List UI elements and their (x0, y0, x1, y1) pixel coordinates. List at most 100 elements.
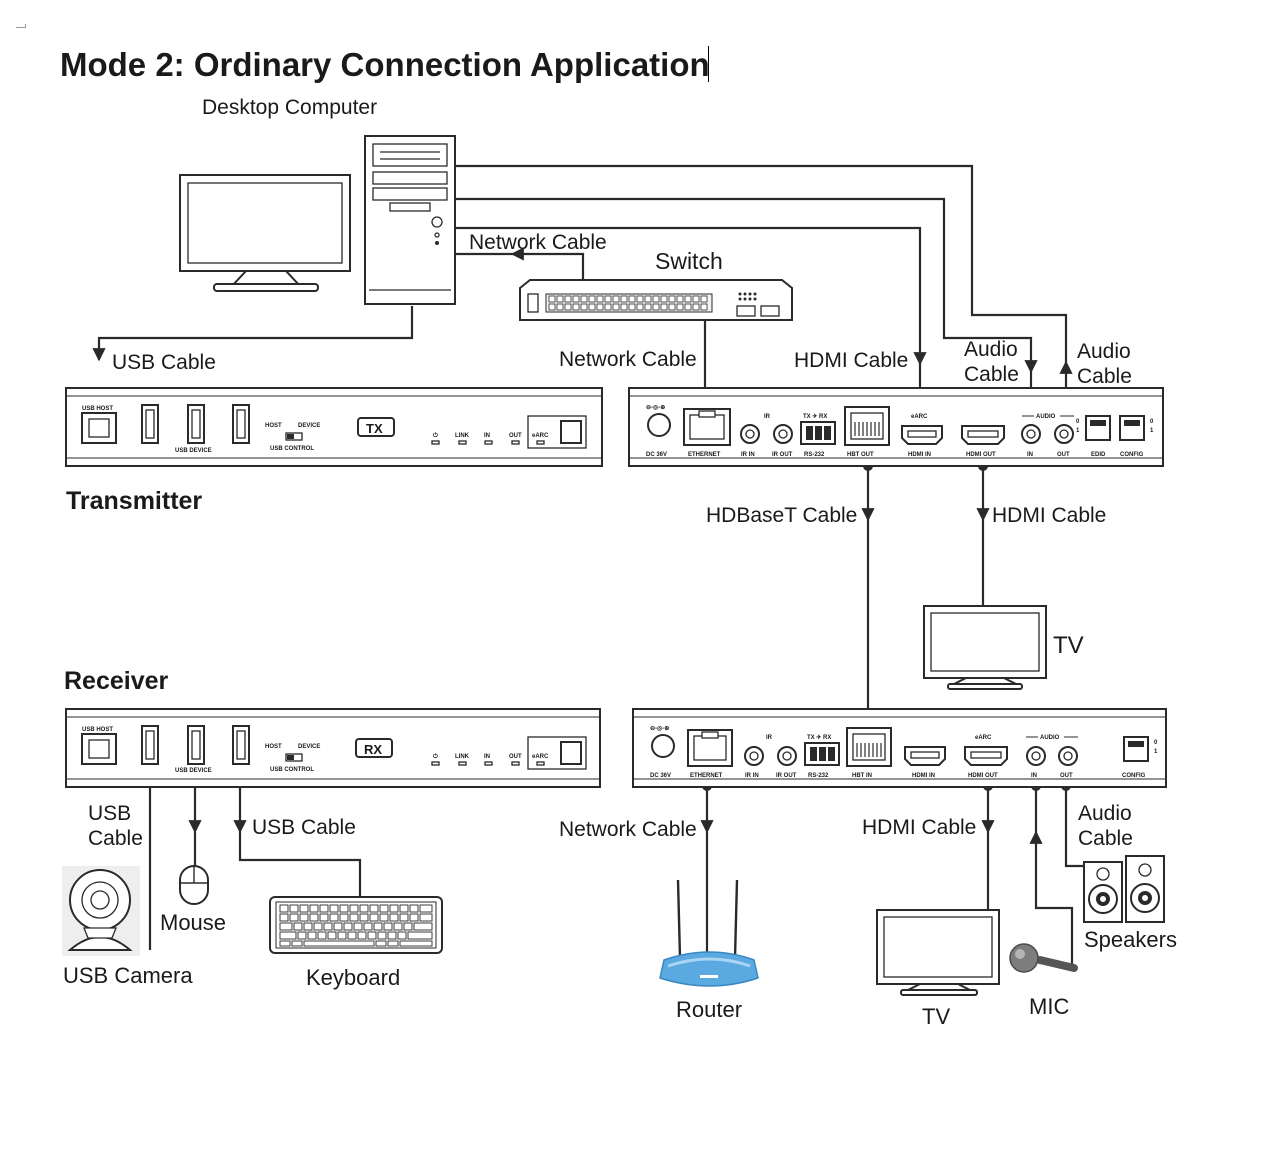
monitor-icon (179, 174, 351, 292)
rx-badge: RX (364, 742, 382, 757)
receiver-label: Receiver (64, 667, 169, 695)
audio-cable-out-label-line1: Audio (1077, 340, 1131, 363)
keyboard-label: Keyboard (306, 965, 400, 990)
audio-cable-rx-label-line1: Audio (1078, 802, 1132, 825)
config-dip-switch-icon (1123, 736, 1149, 762)
polarity-icon: ⊖-◎-⊕ (646, 405, 665, 411)
usb-cable-label-top: USB Cable (112, 351, 216, 374)
mic-cable (1029, 830, 1074, 968)
tv-top-icon (923, 605, 1047, 690)
hdmi-cable-label-rx: HDMI Cable (862, 816, 976, 839)
edid-label: EDID (1091, 452, 1106, 458)
receiver-front-panel: USB HOST USB DEVICE HOST DEVICE USB CONT… (65, 708, 601, 788)
keyboard-icon (269, 896, 443, 954)
audio-label: AUDIO (1036, 414, 1056, 420)
tx-badge: TX (366, 421, 383, 436)
hdmi-cable-tv-label: HDMI Cable (992, 504, 1106, 527)
hdmi-cable-pc-ext (456, 226, 927, 366)
speakers-label: Speakers (1084, 927, 1177, 952)
network-cable-label-top: Network Cable (469, 231, 607, 254)
tv-bottom-label: TV (922, 1004, 950, 1029)
router-label: Router (676, 997, 742, 1022)
network-switch-icon (519, 279, 793, 321)
hdmi-out-label: HDMI OUT (966, 452, 996, 458)
usb-cable-pc-tx (92, 306, 414, 362)
audio-cable-in-label-line1: Audio (964, 338, 1018, 361)
usb-camera-label: USB Camera (63, 963, 193, 988)
earc-button-icon (560, 420, 582, 444)
network-cable-label-tx: Network Cable (559, 348, 697, 371)
desktop-computer-label: Desktop Computer (202, 96, 377, 119)
usb-host-label: USB HOST (82, 727, 113, 733)
ir-label: IR (764, 414, 771, 420)
config-label: CONFIG (1120, 452, 1144, 458)
tv-bottom-icon (876, 909, 1000, 996)
earc-label: eARC (532, 433, 549, 439)
hdmi-in-label: HDMI IN (912, 773, 935, 779)
config-label: CONFIG (1122, 773, 1146, 779)
dip-0-label: 0 (1076, 419, 1080, 425)
hdmi-in-label: HDMI IN (908, 452, 931, 458)
dip-0-label: 0 (1150, 419, 1154, 425)
rs232-label: RS-232 (804, 452, 825, 458)
mouse-label: Mouse (160, 910, 226, 935)
host-label: HOST (265, 423, 282, 429)
audio-cable-rx-label-line2: Cable (1078, 827, 1133, 850)
edid-dip-switch-icon (1085, 415, 1111, 441)
usb-control-label: USB CONTROL (270, 446, 314, 452)
dc-label: DC 36V (646, 452, 667, 458)
ir-label: IR (766, 735, 773, 741)
hdbaset-cable-label: HDBaseT Cable (706, 504, 857, 527)
ir-out-label: IR OUT (772, 452, 793, 458)
usb-cable-camera-label-line1: USB (88, 802, 131, 825)
link-label: LINK (455, 754, 470, 760)
audio-in-label: IN (1031, 773, 1037, 779)
host-label: HOST (265, 744, 282, 750)
usb-host-label: USB HOST (82, 406, 113, 412)
usb-camera-icon (62, 866, 140, 956)
desktop-tower-icon (364, 135, 456, 305)
audio-cable-out-label-line2: Cable (1077, 365, 1132, 388)
ir-in-label: IR IN (741, 452, 755, 458)
in-label: IN (484, 754, 490, 760)
usb-cable-camera-label-line2: Cable (88, 827, 143, 850)
hbt-out-label: HBT OUT (847, 452, 874, 458)
audio-out-label: OUT (1057, 452, 1070, 458)
out-label: OUT (509, 433, 522, 439)
transmitter-front-panel: USB HOST USB DEVICE HOST DEVICE USB CONT… (65, 387, 603, 467)
transmitter-label: Transmitter (66, 487, 202, 515)
hbt-in-label: HBT IN (852, 773, 872, 779)
mic-label: MIC (1029, 994, 1069, 1019)
network-cable-label-rx: Network Cable (559, 818, 697, 841)
dc-jack-icon (651, 734, 675, 758)
tv-top-label: TV (1053, 632, 1084, 659)
audio-cable-in (456, 197, 1038, 374)
device-label: DEVICE (298, 423, 320, 429)
mouse-icon (179, 865, 209, 905)
transmitter-rear-panel: ⊖-◎-⊕ DC 36V ETHERNET IR IR IN IR OUT TX… (628, 387, 1164, 467)
link-label: LINK (455, 433, 470, 439)
text-cursor (708, 46, 709, 82)
in-label: IN (484, 433, 490, 439)
dc-jack-icon (647, 413, 671, 437)
ir-in-label: IR IN (745, 773, 759, 779)
dc-label: DC 36V (650, 773, 671, 779)
router-icon (659, 879, 759, 987)
dip-0-label: 0 (1154, 740, 1158, 746)
earc-label: eARC (532, 754, 549, 760)
txrx-label: TX ✈ RX (807, 734, 831, 741)
audio-out-label: OUT (1060, 773, 1073, 779)
config-dip-switch-icon (1119, 415, 1145, 441)
power-led-icon: ⏻ (433, 432, 438, 439)
speakers-icon (1083, 855, 1165, 923)
earc-button-icon (560, 741, 582, 765)
cable-lines (92, 164, 1086, 968)
dip-1-label: 1 (1076, 428, 1080, 434)
network-cable-switch-pc (510, 247, 585, 286)
hdmi-out-label: HDMI OUT (968, 773, 998, 779)
hdmi-cable-label-tx: HDMI Cable (794, 349, 908, 372)
power-led-icon: ⏻ (433, 753, 438, 760)
device-label: DEVICE (298, 744, 320, 750)
usb-device-label: USB DEVICE (175, 448, 212, 454)
